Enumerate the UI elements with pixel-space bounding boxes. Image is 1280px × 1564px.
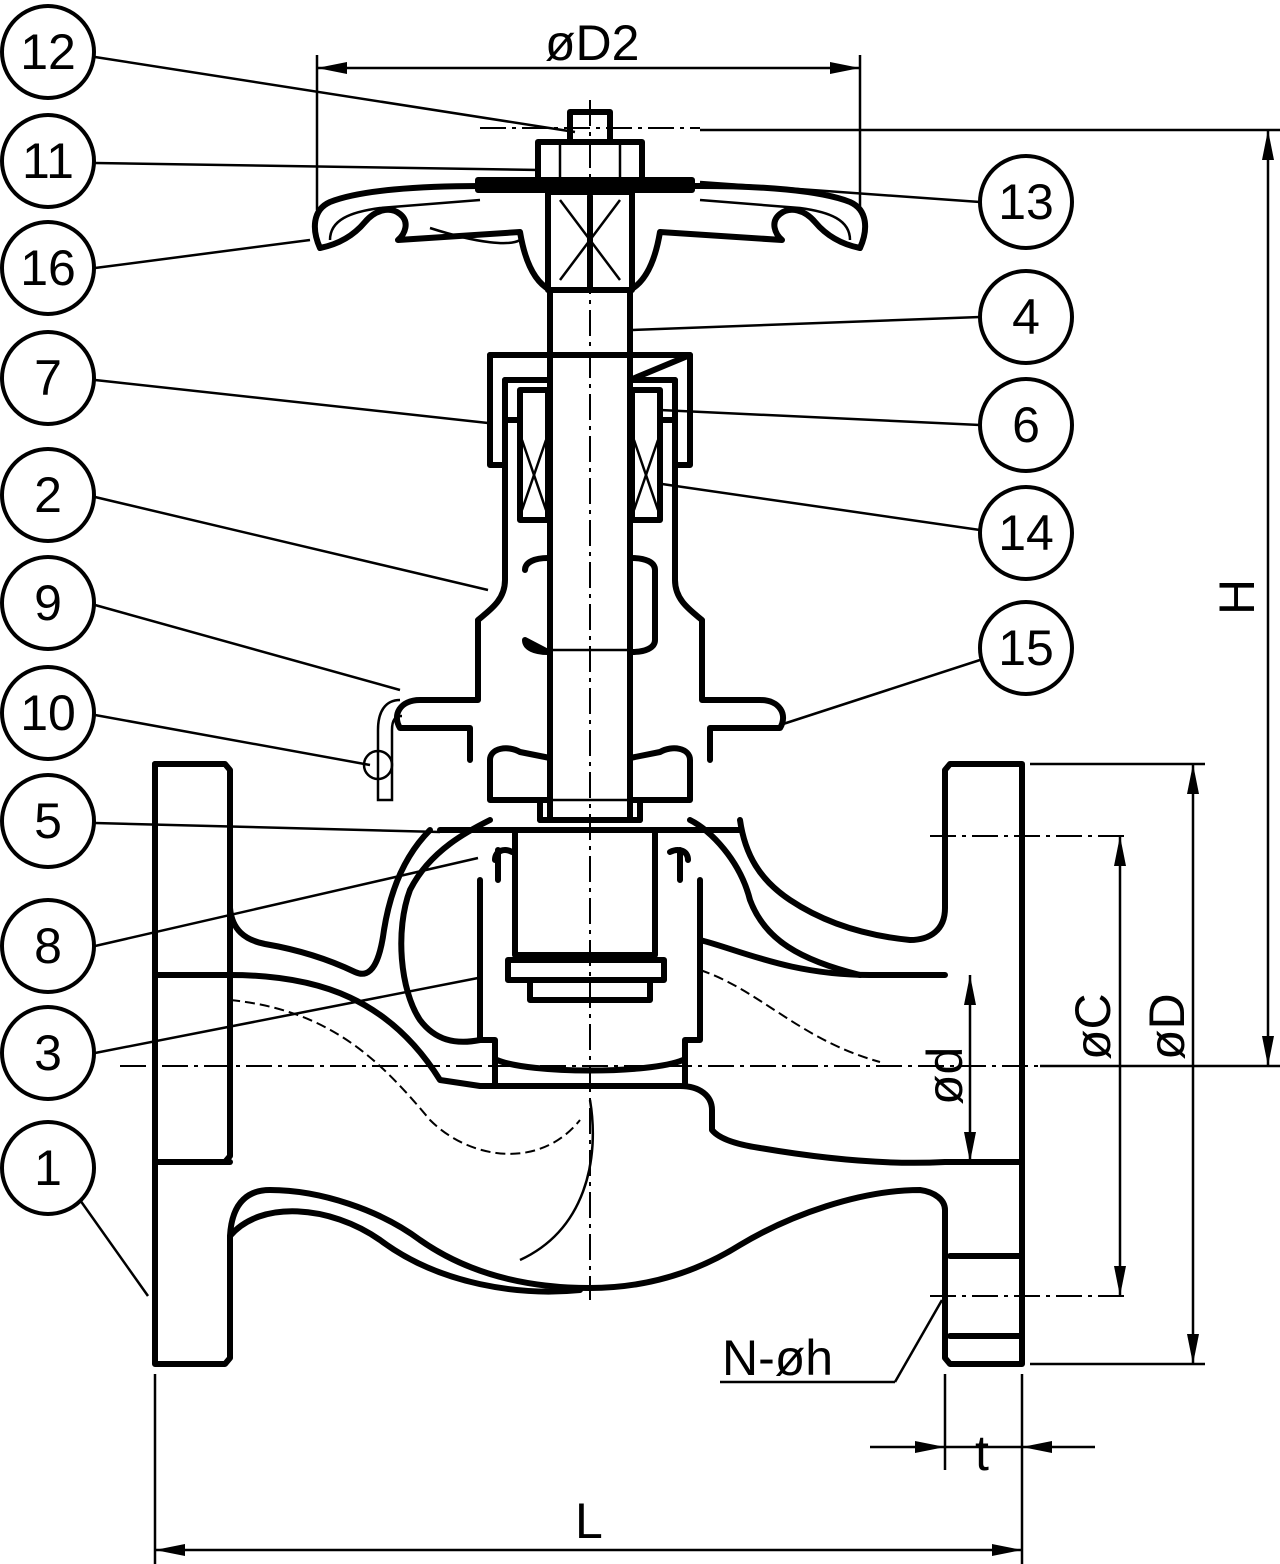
callout-6-label: 6: [1012, 397, 1040, 453]
callout-9-label: 9: [34, 575, 62, 631]
dim-H: H: [1209, 579, 1265, 615]
dim-C: øC: [1065, 993, 1121, 1060]
callout-16: 16: [0, 220, 96, 316]
callout-11-label: 11: [22, 133, 74, 189]
callout-15-label: 15: [998, 620, 1054, 676]
callout-12-label: 12: [20, 24, 76, 80]
callout-8: 8: [0, 898, 96, 994]
callout-2: 2: [0, 447, 96, 543]
dim-N-h: N-øh: [722, 1330, 833, 1386]
callout-10: 10: [0, 665, 96, 761]
valve-body: [152, 761, 1025, 1367]
callout-3: 3: [0, 1005, 96, 1101]
callout-7-label: 7: [34, 350, 62, 406]
callout-5-label: 5: [34, 793, 62, 849]
dim-D: øD: [1139, 993, 1195, 1060]
dimension-labels: øD2 H ød øC øD N-øh t L: [545, 15, 1265, 1549]
callout-10-label: 10: [20, 685, 76, 741]
callout-4-label: 4: [1012, 289, 1040, 345]
callout-14-label: 14: [998, 505, 1054, 561]
gland-nut: [487, 352, 693, 523]
dim-t: t: [975, 1425, 989, 1481]
callout-16-label: 16: [20, 240, 76, 296]
callout-2-label: 2: [34, 467, 62, 523]
dim-D2: øD2: [545, 15, 639, 71]
callout-13-label: 13: [998, 174, 1054, 230]
callout-6: 6: [978, 377, 1074, 473]
callout-14: 14: [978, 485, 1074, 581]
callout-1-label: 1: [34, 1140, 62, 1196]
callout-7: 7: [0, 330, 96, 426]
callout-5: 5: [0, 773, 96, 869]
center-lines: [120, 100, 1130, 1300]
bonnet: [393, 462, 787, 803]
callout-15: 15: [978, 600, 1074, 696]
dim-L: L: [575, 1493, 603, 1549]
valve-disc: [492, 797, 691, 1074]
callout-8-label: 8: [34, 918, 62, 974]
dim-d: ød: [917, 1047, 973, 1105]
callout-9: 9: [0, 555, 96, 651]
callout-1: 1: [0, 1120, 96, 1216]
dimension-lines: [153, 55, 1280, 1564]
callout-4: 4: [978, 269, 1074, 365]
callout-3-label: 3: [34, 1025, 62, 1081]
callout-11: 11: [0, 113, 96, 209]
stem-nut-assembly: [475, 109, 695, 193]
callout-13: 13: [978, 154, 1074, 250]
callout-12: 12: [0, 4, 96, 100]
handwheel: [311, 183, 869, 293]
